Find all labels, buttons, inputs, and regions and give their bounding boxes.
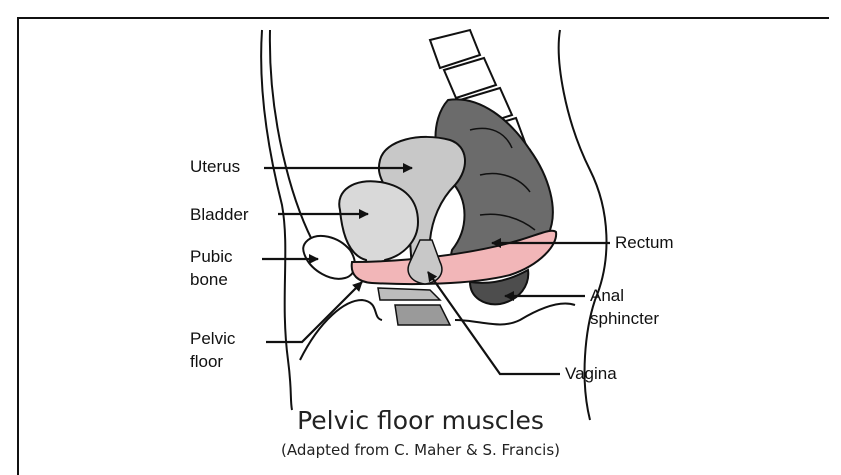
diagram-credit: (Adapted from C. Maher & S. Francis) — [0, 441, 841, 459]
abdominal-wall-inner — [270, 30, 312, 240]
label-rectum: Rectum — [615, 232, 674, 253]
label-uterus: Uterus — [190, 156, 240, 177]
label-anal-sphincter-line1: Anal — [590, 285, 624, 306]
body-outline-back — [559, 30, 607, 420]
diagram-title: Pelvic floor muscles — [0, 406, 841, 435]
label-pelvic-floor-line1: Pelvic — [190, 328, 235, 349]
perineum-outline — [300, 300, 382, 360]
label-anal-sphincter-line2: sphincter — [590, 308, 659, 329]
label-pubic-bone-line2: bone — [190, 269, 228, 290]
label-pubic-bone-line1: Pubic — [190, 246, 233, 267]
body-outline-front — [261, 30, 292, 410]
label-vagina: Vagina — [565, 363, 617, 384]
label-bladder: Bladder — [190, 204, 249, 225]
label-pelvic-floor-line2: floor — [190, 351, 223, 372]
pelvic-floor-pointer — [266, 282, 362, 342]
